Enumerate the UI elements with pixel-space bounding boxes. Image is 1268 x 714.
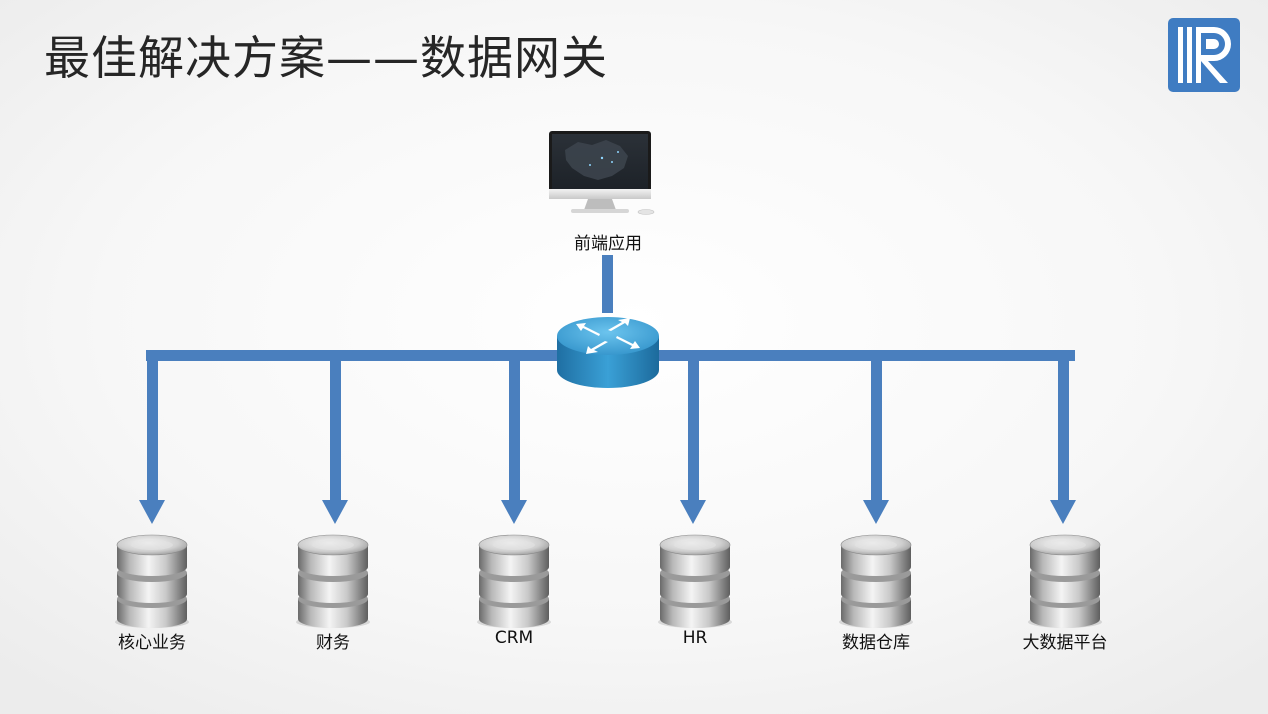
branch-line-2 xyxy=(330,355,341,502)
arrow-head-2 xyxy=(322,500,348,524)
branch-line-1 xyxy=(147,355,158,502)
page-title: 最佳解决方案——数据网关 xyxy=(44,31,608,85)
database-icon xyxy=(658,534,732,628)
desktop-monitor-icon xyxy=(549,131,655,215)
database-icon xyxy=(1028,534,1102,628)
database-label-1: 核心业务 xyxy=(118,633,186,653)
arrow-head-1 xyxy=(139,500,165,524)
branch-line-4 xyxy=(688,355,699,502)
router-icon xyxy=(557,317,659,388)
database-icon xyxy=(477,534,551,628)
branch-line-5 xyxy=(871,355,882,502)
arrow-head-5 xyxy=(863,500,889,524)
branch-line-6 xyxy=(1058,355,1069,502)
database-label-5: 数据仓库 xyxy=(842,633,910,653)
database-icon xyxy=(839,534,913,628)
database-icon xyxy=(115,534,189,628)
arrow-head-3 xyxy=(501,500,527,524)
arrow-head-6 xyxy=(1050,500,1076,524)
database-label-2: 财务 xyxy=(316,633,350,653)
connectors xyxy=(139,255,1076,524)
front-end-label: 前端应用 xyxy=(574,234,642,254)
database-label-6: 大数据平台 xyxy=(1022,633,1108,653)
database-label-3: CRM xyxy=(494,628,534,648)
arrow-head-4 xyxy=(680,500,706,524)
database-icon xyxy=(296,534,370,628)
database-label-4: HR xyxy=(682,628,708,648)
database-group xyxy=(115,534,1102,628)
branch-line-3 xyxy=(509,355,520,502)
logo xyxy=(1168,18,1240,92)
uplink-line xyxy=(602,255,613,313)
